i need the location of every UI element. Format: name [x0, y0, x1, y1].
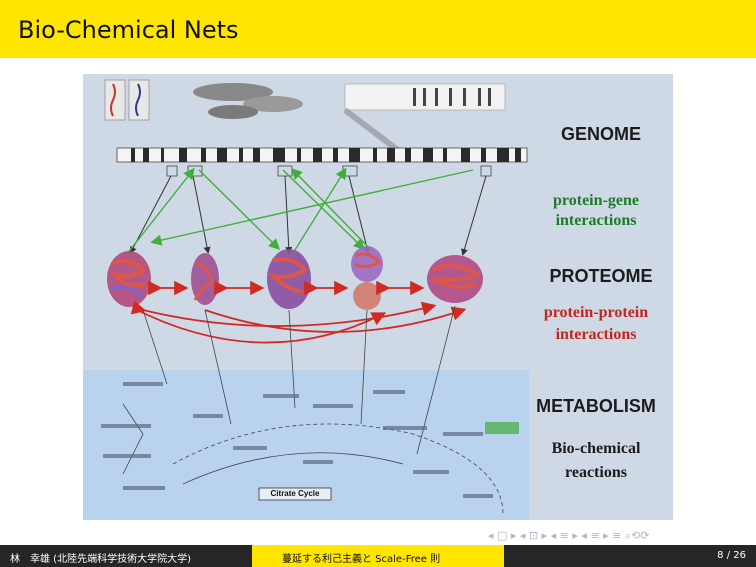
footer-talk-title: 蔓延する利己主義と Scale-Free 則 — [252, 545, 504, 567]
protein-protein-arrows — [130, 280, 467, 344]
footer-page-number: 8 / 26 — [504, 545, 756, 567]
chromosome-icon — [104, 79, 303, 121]
protein-protein-label-line1: protein-protein — [543, 304, 649, 321]
protein-gene-arrows — [126, 167, 474, 255]
slide-title: Bio-Chemical Nets — [18, 16, 239, 44]
protein-protein-label-line2: interactions — [555, 326, 637, 343]
biochemical-network-figure: Citrate Cycle GENOME protein-gene intera… — [83, 74, 673, 520]
footer-author: 林 幸雄 (北陸先端科学技術大学院大学) — [0, 545, 252, 567]
metabolism-panel — [83, 305, 673, 520]
biochemical-label-line2: reactions — [565, 464, 627, 481]
citrate-cycle-label: Citrate Cycle — [270, 489, 320, 498]
biochemical-label-line1: Bio-chemical — [551, 440, 641, 457]
proteome-label: PROTEOME — [549, 266, 653, 286]
gene-expression-arrows — [130, 175, 487, 256]
protein-gene-label-line1: protein-gene — [553, 192, 639, 209]
beamer-navigation-symbols[interactable]: ◂ □ ▸ ◂ ⊡ ▸ ◂ ≡ ▸ ◂ ≡ ▸ ≡ ⌕⟲⟳ — [488, 529, 650, 542]
genome-label: GENOME — [560, 124, 641, 144]
dna-strip-icon — [343, 83, 506, 157]
network-illustration — [83, 79, 673, 520]
title-bar: Bio-Chemical Nets — [0, 0, 756, 58]
protein-gene-label-line2: interactions — [555, 212, 637, 229]
protein-structures — [107, 246, 483, 310]
genome-bar — [116, 147, 528, 177]
footer: 林 幸雄 (北陸先端科学技術大学院大学) 蔓延する利己主義と Scale-Fre… — [0, 545, 756, 567]
metabolism-label: METABOLISM — [536, 396, 656, 416]
